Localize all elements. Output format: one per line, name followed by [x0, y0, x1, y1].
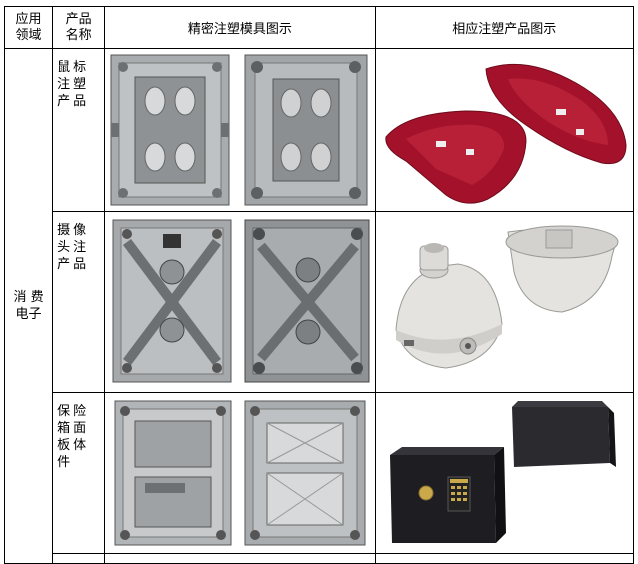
safe-box-picture — [389, 401, 616, 543]
table-header-row: 应用 领域 产品 名称 精密注塑模具图示 相应注塑产品图示 — [3, 6, 635, 49]
product-name-cell: 鼠标注塑产品 — [52, 48, 106, 212]
mold-image-safe — [104, 392, 376, 554]
mold-image-mouse — [104, 48, 376, 212]
header-application-field: 应用 领域 — [3, 6, 54, 49]
table-row — [5, 553, 635, 564]
product-name-cell: 保险箱面板体件 — [52, 392, 106, 554]
safe-mold-picture — [114, 400, 366, 546]
product-image-mouse — [374, 48, 635, 212]
mouse-mold-picture — [110, 54, 368, 206]
product-name-cell: 摄像头注产品 — [52, 211, 106, 393]
mold-image-camera — [104, 211, 376, 393]
table-row: 摄像头注产品 — [5, 211, 635, 393]
table-row: 消 费 电子 鼠标注塑产品 — [3, 48, 635, 564]
product-image-camera — [374, 211, 635, 393]
mouse-shell-picture — [384, 63, 627, 204]
camera-housing-picture — [395, 225, 619, 369]
header-product-name: 产品 名称 — [52, 6, 106, 49]
table-row: 保险箱面板体件 — [5, 392, 635, 554]
product-image-safe — [374, 392, 635, 554]
header-product-illustration: 相应注塑产品图示 — [374, 6, 635, 49]
domain-cell: 消 费 电子 — [3, 48, 54, 564]
product-table: 应用 领域 产品 名称 精密注塑模具图示 相应注塑产品图示 消 费 电子 鼠标注… — [3, 6, 635, 564]
camera-mold-picture — [112, 219, 370, 383]
header-mold-illustration: 精密注塑模具图示 — [104, 6, 376, 49]
